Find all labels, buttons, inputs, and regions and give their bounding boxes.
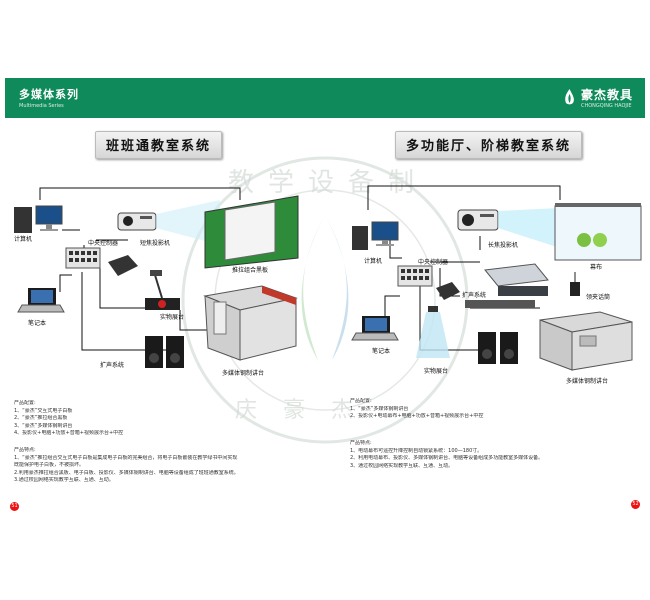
left-config-line: 1、“豪杰”交互式电子白板	[14, 407, 73, 414]
right-brand-title: 豪杰教具	[580, 88, 633, 102]
left-visualizer-graphic	[145, 270, 180, 310]
left-page-number: 51	[10, 502, 19, 511]
right-controller-graphic	[397, 265, 460, 300]
left-brand-subtitle: Multimedia Series	[19, 103, 64, 109]
left-feature-line: 既能保护电子白板，不被损坏。	[14, 462, 85, 468]
right-visualizer-graphic	[416, 306, 450, 358]
left-label-controller: 中央控制器	[88, 240, 119, 247]
left-projector-graphic	[117, 212, 157, 231]
right-speaker-graphic	[478, 332, 518, 364]
right-label-projector: 长焦投影机	[488, 242, 519, 249]
left-feature-line: 2.利用豪杰推拉组合黑板、电子白板、投影仪、多媒体钢制讲台、电脑等设备组成了班班…	[14, 469, 239, 476]
left-label-blackboard: 推拉组合黑板	[232, 267, 269, 274]
haojie-logo-icon	[565, 89, 574, 105]
left-podium-graphic	[203, 285, 298, 361]
left-blackboard-graphic	[204, 195, 299, 269]
right-label-visualizer: 实物展台	[424, 368, 449, 375]
left-config-line: 2、“豪杰”推拉组合黑板	[14, 415, 68, 421]
left-label-speaker: 扩声系统	[100, 362, 125, 369]
right-label-screen: 幕布	[590, 264, 603, 271]
left-feature-line: 1、“豪杰”推拉组合交互式电子白板是集成电子白板的完美组合，将电子白板嵌装在教学…	[14, 454, 238, 461]
left-label-computer: 计算机	[14, 236, 33, 243]
left-config-title: 产品配置:	[14, 400, 36, 406]
left-controller-graphic	[65, 247, 101, 269]
left-label-projector: 短焦投影机	[140, 240, 171, 247]
right-label-controller: 中央控制器	[418, 259, 449, 266]
watermark-top-text: 教学设备制	[228, 168, 429, 198]
left-notebook-graphic	[17, 288, 65, 313]
left-label-visualizer: 实物展台	[160, 314, 185, 321]
right-features-block: 产品特点: 1、电动幕布可遥控升降控制自动锁紧系统：100—180寸。 2、利用…	[350, 440, 620, 470]
right-label-speaker: 扩声系统	[462, 292, 487, 299]
left-label-podium: 多媒体钢制讲台	[222, 370, 265, 377]
left-config-block: 产品配置: 1、“豪杰”交互式电子白板 2、“豪杰”推拉组合黑板 3、“豪杰”多…	[14, 400, 284, 438]
right-label-notebook: 笔记本	[372, 348, 391, 355]
left-brand-title: 多媒体系列	[19, 88, 79, 101]
right-config-title: 产品配置:	[350, 398, 372, 404]
right-brand: 豪杰教具 CHONGQING HAOJIE	[563, 86, 633, 109]
right-config-line: 1、“豪杰”多媒体钢制讲台	[350, 405, 409, 412]
left-config-line: 3、“豪杰”多媒体钢制讲台	[14, 422, 73, 429]
left-features-title: 产品特点:	[14, 447, 36, 453]
right-computer-graphic	[352, 221, 399, 250]
right-label-podium: 多媒体钢制讲台	[566, 378, 609, 385]
left-feature-line: 3.通过校园网络实现教学互联、互通、互动。	[14, 477, 114, 483]
header-band: 多媒体系列 Multimedia Series 豪杰教具 CHONGQING H…	[5, 78, 645, 118]
right-section-title: 多功能厅、阶梯教室系统	[395, 131, 583, 159]
left-connection-lines	[39, 187, 241, 351]
right-microphone-graphic	[570, 272, 580, 296]
left-speaker-graphic	[145, 336, 184, 368]
right-notebook-graphic	[351, 316, 399, 341]
left-computer-graphic	[14, 205, 63, 233]
right-brand-subtitle: CHONGQING HAOJIE	[580, 103, 632, 109]
right-screen-graphic	[554, 203, 642, 261]
right-config-line: 2、投影仪+电动幕布+电脑+功放+音箱+视频展示台+中控	[350, 413, 484, 419]
left-brand: 多媒体系列 Multimedia Series	[19, 86, 79, 109]
right-mixer-graphic	[484, 263, 549, 296]
right-page-number: 52	[631, 500, 640, 509]
right-amplifier-graphic	[465, 300, 535, 308]
left-features-block: 产品特点: 1、“豪杰”推拉组合交互式电子白板是集成电子白板的完美组合，将电子白…	[14, 447, 284, 485]
left-section-title: 班班通教室系统	[95, 131, 223, 159]
left-small-device-graphic	[108, 255, 138, 276]
left-label-notebook: 笔记本	[28, 320, 47, 327]
right-label-computer: 计算机	[364, 258, 383, 265]
watermark-bottom-text: 庆豪杰	[235, 398, 380, 423]
right-podium-graphic	[539, 311, 633, 371]
right-label-microphone: 领夹话筒	[586, 294, 611, 301]
left-config-line: 4、投影仪+电脑+功放+音箱+视频展示台+中控	[14, 430, 124, 436]
right-config-block: 产品配置: 1、“豪杰”多媒体钢制讲台 2、投影仪+电动幕布+电脑+功放+音箱+…	[350, 398, 620, 421]
right-feature-line: 1、电动幕布可遥控升降控制自动锁紧系统：100—180寸。	[350, 447, 483, 454]
right-features-title: 产品特点:	[350, 440, 372, 446]
right-feature-line: 3、通过校园网络实现教学互联、互通、互动。	[350, 462, 454, 469]
right-projector-graphic	[457, 209, 499, 231]
right-feature-line: 2、利用电动幕布、投影仪、多媒体钢制讲台、电脑等设备组成多功能教室多媒体设备。	[350, 455, 544, 461]
